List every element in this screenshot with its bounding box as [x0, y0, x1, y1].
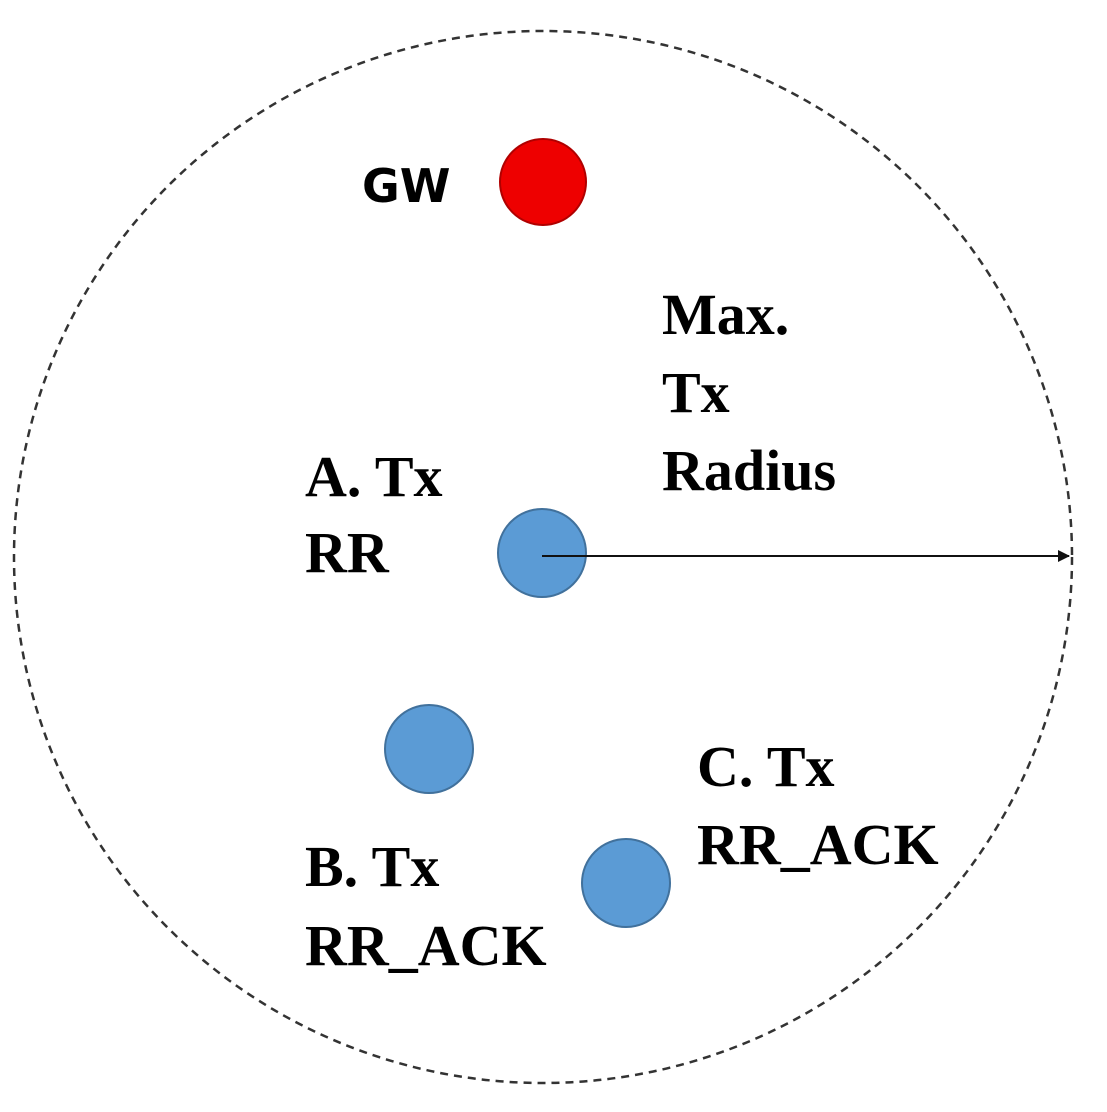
node-a [497, 508, 587, 598]
node-c [581, 838, 671, 928]
radius-label-line1: Max. [662, 282, 789, 347]
node-b-label-line1: B. Tx [305, 834, 439, 899]
node-c-label-line2: RR_ACK [697, 812, 939, 877]
node-a-label-line1: A. Tx [305, 444, 443, 509]
node-b-label-line2: RR_ACK [305, 913, 547, 978]
radius-label-line2: Tx [662, 360, 730, 425]
gateway-label: GW [362, 159, 451, 213]
node-b [384, 704, 474, 794]
node-c-label-line1: C. Tx [697, 734, 835, 799]
node-a-label-line2: RR [305, 520, 390, 585]
gateway-node [499, 138, 587, 226]
max-tx-range-boundary [12, 29, 1074, 1085]
radius-label-line3: Radius [662, 438, 836, 503]
